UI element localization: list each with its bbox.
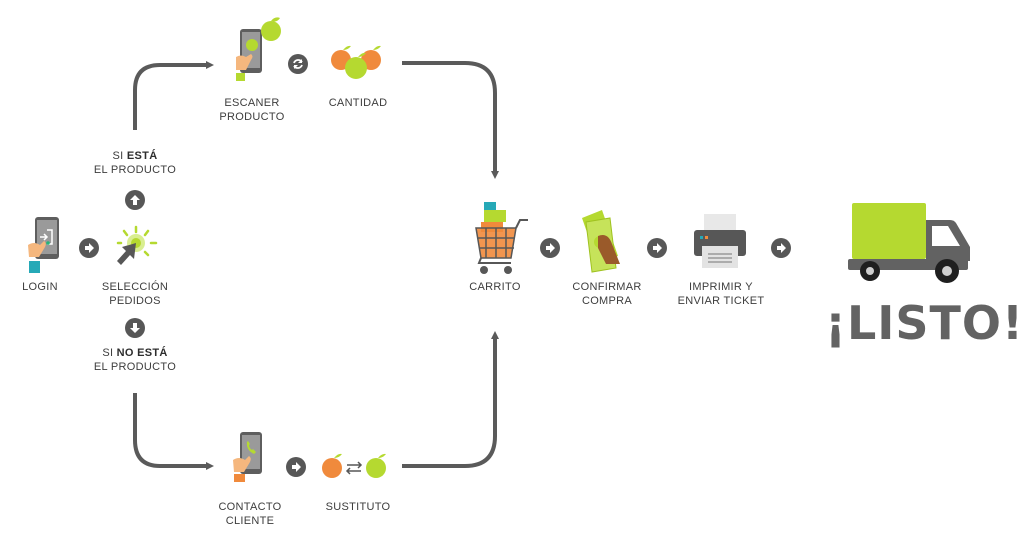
arrow-right-icon <box>647 238 667 258</box>
node-escaner-label: ESCANER PRODUCTO <box>212 96 292 124</box>
confirmar-line2: COMPRA <box>581 295 633 307</box>
no-esta-bold: NO ESTÁ <box>116 347 168 359</box>
escaner-line1: ESCANER <box>224 97 280 109</box>
phone-login-icon <box>28 217 59 273</box>
arrow-right-icon <box>771 238 791 258</box>
si-esta-line2: EL PRODUCTO <box>93 164 177 176</box>
connector-seleccion-to-escaner <box>133 61 214 130</box>
phone-scan-apple-icon <box>236 17 281 81</box>
imprimir-line1: IMPRIMIR Y <box>689 281 753 293</box>
seleccion-line1: SELECCIÓN <box>101 281 169 293</box>
condition-no-esta: SI NO ESTÁ EL PRODUCTO <box>75 346 195 374</box>
no-esta-prefix: SI <box>102 347 114 359</box>
node-cantidad-label: CANTIDAD <box>328 97 388 109</box>
condition-si-esta: SI ESTÁ EL PRODUCTO <box>75 149 195 177</box>
si-esta-bold: ESTÁ <box>126 150 158 162</box>
connector-cantidad-to-carrito <box>402 61 499 179</box>
delivery-truck-icon <box>848 203 970 283</box>
no-esta-line2: EL PRODUCTO <box>93 361 177 373</box>
cursor-click-icon <box>116 225 158 265</box>
refresh-icon <box>288 54 308 74</box>
node-login-label: LOGIN <box>22 281 58 293</box>
cash-hand-icon <box>582 210 620 273</box>
imprimir-line2: ENVIAR TICKET <box>677 295 765 307</box>
node-contacto-label: CONTACTO CLIENTE <box>210 500 290 528</box>
seleccion-line2: PEDIDOS <box>109 295 161 307</box>
shopping-cart-icon <box>475 202 528 274</box>
contacto-line2: CLIENTE <box>225 515 275 527</box>
printer-icon <box>694 214 746 268</box>
node-carrito-label: CARRITO <box>469 281 521 293</box>
phone-call-icon <box>233 432 262 482</box>
node-sustituto-label: SUSTITUTO <box>325 501 391 513</box>
contacto-line1: CONTACTO <box>218 501 282 513</box>
arrow-right-icon <box>540 238 560 258</box>
arrow-right-icon <box>79 238 99 258</box>
arrow-right-icon <box>286 457 306 477</box>
node-seleccion-label: SELECCIÓN PEDIDOS <box>95 280 175 308</box>
apple-swap-icon <box>322 453 386 478</box>
connector-seleccion-to-contacto <box>133 393 214 470</box>
node-confirmar-label: CONFIRMAR COMPRA <box>565 280 649 308</box>
arrow-up-icon <box>125 190 145 210</box>
listo-title: ¡LISTO! <box>825 296 1024 350</box>
apples-icon <box>331 45 381 79</box>
si-esta-prefix: SI <box>112 150 124 162</box>
node-imprimir-label: IMPRIMIR Y ENVIAR TICKET <box>673 280 769 308</box>
escaner-line2: PRODUCTO <box>219 111 285 123</box>
confirmar-line1: CONFIRMAR <box>572 281 642 293</box>
connector-sustituto-to-carrito <box>402 331 499 468</box>
arrow-down-icon <box>125 318 145 338</box>
